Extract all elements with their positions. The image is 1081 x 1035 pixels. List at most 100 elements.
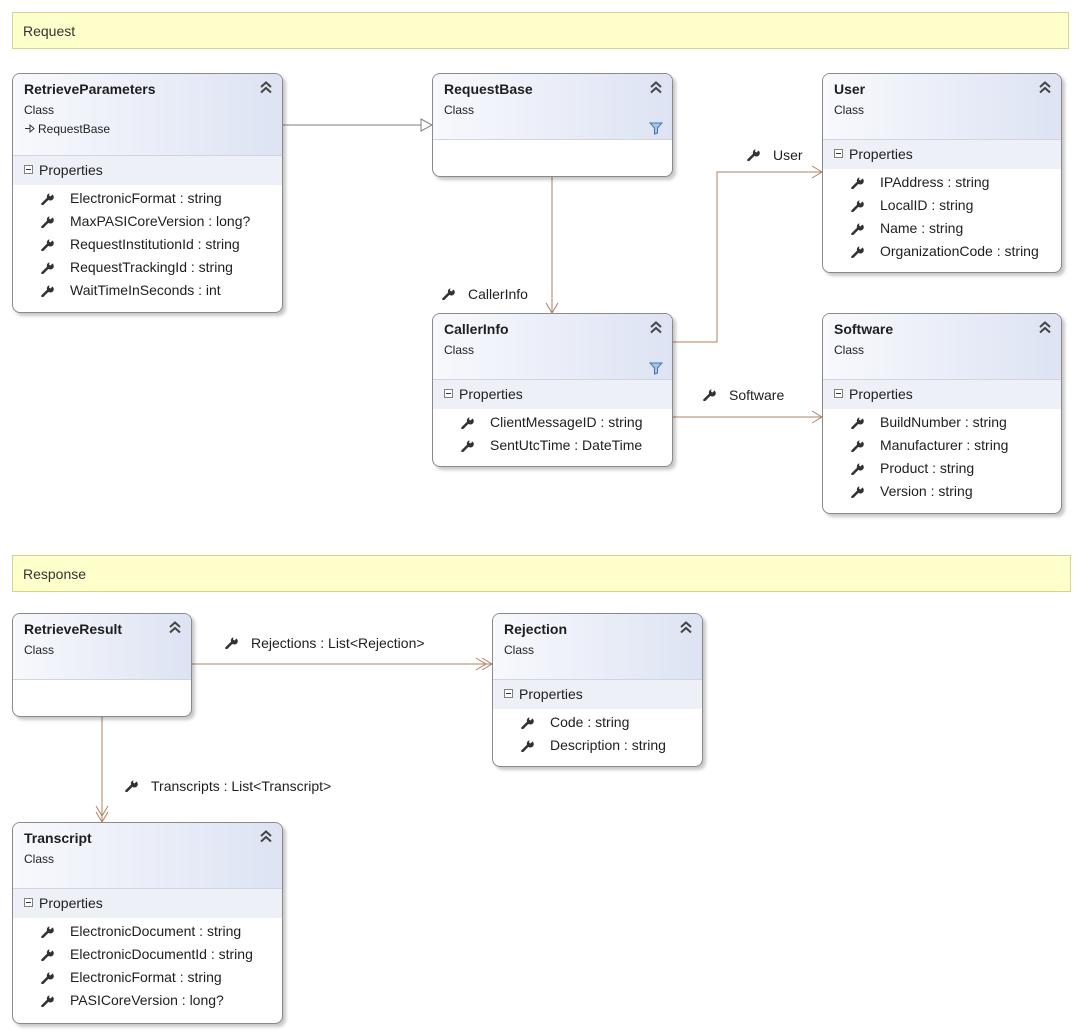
property-row[interactable]: LocalID : string bbox=[823, 194, 1061, 217]
class-name: User bbox=[834, 81, 866, 97]
class-body bbox=[433, 140, 672, 176]
double-chevron-up-icon[interactable] bbox=[168, 621, 182, 635]
wrench-icon bbox=[41, 285, 54, 297]
property-label: Description : string bbox=[550, 737, 666, 753]
member-list: BuildNumber : string Manufacturer : stri… bbox=[823, 409, 1061, 511]
property-row[interactable]: MaxPASICoreVersion : long? bbox=[13, 210, 282, 233]
class-retrieve-parameters[interactable]: RetrieveParameters Class RequestBase Pro… bbox=[12, 73, 283, 313]
minus-box-icon[interactable] bbox=[24, 165, 33, 174]
double-chevron-up-icon[interactable] bbox=[1038, 81, 1052, 95]
property-label: ElectronicDocument : string bbox=[70, 923, 242, 939]
property-row[interactable]: ElectronicDocument : string bbox=[13, 920, 282, 943]
wrench-icon bbox=[461, 417, 474, 429]
properties-compartment-header[interactable]: Properties bbox=[13, 156, 282, 185]
property-row[interactable]: Manufacturer : string bbox=[823, 434, 1061, 457]
double-chevron-up-icon[interactable] bbox=[259, 81, 273, 95]
property-row[interactable]: OrganizationCode : string bbox=[823, 240, 1061, 263]
double-chevron-up-icon[interactable] bbox=[1038, 321, 1052, 335]
property-row[interactable]: IPAddress : string bbox=[823, 171, 1061, 194]
response-group-title: Response bbox=[23, 566, 87, 582]
double-chevron-up-icon[interactable] bbox=[259, 830, 273, 844]
minus-box-icon[interactable] bbox=[504, 689, 513, 698]
properties-compartment-header[interactable]: Properties bbox=[823, 140, 1061, 169]
class-request-base[interactable]: RequestBase Class bbox=[432, 73, 673, 177]
minus-box-icon[interactable] bbox=[834, 389, 843, 398]
property-label: ElectronicFormat : string bbox=[70, 190, 222, 206]
minus-box-icon[interactable] bbox=[444, 389, 453, 398]
inheritance-connector[interactable] bbox=[283, 118, 434, 132]
double-chevron-up-icon[interactable] bbox=[649, 321, 663, 335]
wrench-icon bbox=[851, 246, 864, 258]
member-list: ClientMessageID : string SentUtcTime : D… bbox=[433, 409, 672, 465]
association-label-rejections[interactable]: Rejections : List<Rejection> bbox=[225, 634, 425, 652]
wrench-icon bbox=[442, 288, 455, 300]
property-label: RequestTrackingId : string bbox=[70, 259, 233, 275]
request-group-header[interactable]: Request bbox=[12, 12, 1069, 49]
property-row[interactable]: Name : string bbox=[823, 217, 1061, 240]
class-transcript[interactable]: Transcript Class Properties ElectronicDo… bbox=[12, 822, 283, 1024]
class-name: CallerInfo bbox=[444, 321, 509, 337]
compartment-title: Properties bbox=[39, 895, 103, 911]
class-header: Rejection Class bbox=[493, 614, 702, 680]
property-row[interactable]: ElectronicFormat : string bbox=[13, 966, 282, 989]
minus-box-icon[interactable] bbox=[24, 898, 33, 907]
properties-compartment-header[interactable]: Properties bbox=[13, 889, 282, 918]
property-row[interactable]: Description : string bbox=[493, 734, 702, 757]
property-row[interactable]: ElectronicDocumentId : string bbox=[13, 943, 282, 966]
wrench-icon bbox=[851, 486, 864, 498]
double-chevron-up-icon[interactable] bbox=[649, 81, 663, 95]
property-label: BuildNumber : string bbox=[880, 414, 1007, 430]
property-row[interactable]: BuildNumber : string bbox=[823, 411, 1061, 434]
class-kind: Class bbox=[834, 103, 865, 117]
filter-icon[interactable] bbox=[649, 362, 663, 375]
properties-compartment-header[interactable]: Properties bbox=[433, 380, 672, 409]
property-label: ClientMessageID : string bbox=[490, 414, 643, 430]
property-row[interactable]: ClientMessageID : string bbox=[433, 411, 672, 434]
property-label: MaxPASICoreVersion : long? bbox=[70, 213, 251, 229]
class-rejection[interactable]: Rejection Class Properties Code : string… bbox=[492, 613, 703, 767]
association-label-software[interactable]: Software bbox=[703, 386, 784, 404]
class-retrieve-result[interactable]: RetrieveResult Class bbox=[12, 613, 192, 717]
arrow-icon bbox=[25, 123, 35, 134]
class-name: RetrieveParameters bbox=[24, 81, 156, 97]
association-label-user[interactable]: User bbox=[747, 146, 803, 164]
wrench-icon bbox=[41, 216, 54, 228]
property-row[interactable]: WaitTimeInSeconds : int bbox=[13, 279, 282, 302]
association-name: CallerInfo bbox=[468, 286, 528, 302]
association-user-connector[interactable] bbox=[673, 165, 823, 343]
property-row[interactable]: Product : string bbox=[823, 457, 1061, 480]
association-label-transcripts[interactable]: Transcripts : List<Transcript> bbox=[125, 777, 331, 795]
wrench-icon bbox=[851, 223, 864, 235]
wrench-icon bbox=[225, 637, 238, 649]
association-transcripts-connector[interactable] bbox=[95, 717, 109, 823]
class-caller-info[interactable]: CallerInfo Class Properties ClientMessag… bbox=[432, 313, 673, 467]
double-chevron-up-icon[interactable] bbox=[679, 621, 693, 635]
association-software-connector[interactable] bbox=[673, 410, 823, 424]
property-row[interactable]: Code : string bbox=[493, 711, 702, 734]
minus-box-icon[interactable] bbox=[834, 149, 843, 158]
properties-compartment-header[interactable]: Properties bbox=[493, 680, 702, 709]
properties-compartment-header[interactable]: Properties bbox=[823, 380, 1061, 409]
property-row[interactable]: PASICoreVersion : long? bbox=[13, 989, 282, 1012]
property-row[interactable]: Version : string bbox=[823, 480, 1061, 503]
association-name: Software bbox=[729, 387, 785, 403]
wrench-icon bbox=[747, 149, 760, 161]
class-user[interactable]: User Class Properties IPAddress : string… bbox=[822, 73, 1062, 273]
association-label-callerinfo[interactable]: CallerInfo bbox=[442, 285, 528, 303]
response-group-header[interactable]: Response bbox=[12, 555, 1071, 592]
property-row[interactable]: ElectronicFormat : string bbox=[13, 187, 282, 210]
filter-icon[interactable] bbox=[649, 122, 663, 135]
property-row[interactable]: SentUtcTime : DateTime bbox=[433, 434, 672, 457]
property-row[interactable]: RequestInstitutionId : string bbox=[13, 233, 282, 256]
class-name: RetrieveResult bbox=[24, 621, 123, 637]
class-name: Rejection bbox=[504, 621, 568, 637]
wrench-icon bbox=[41, 926, 54, 938]
property-row[interactable]: RequestTrackingId : string bbox=[13, 256, 282, 279]
class-header: CallerInfo Class bbox=[433, 314, 672, 380]
association-rejections-connector[interactable] bbox=[192, 657, 493, 671]
base-class-name: RequestBase bbox=[38, 122, 111, 136]
class-software[interactable]: Software Class Properties BuildNumber : … bbox=[822, 313, 1062, 514]
association-callerinfo-connector[interactable] bbox=[545, 177, 559, 314]
class-kind: Class bbox=[444, 103, 475, 117]
property-label: PASICoreVersion : long? bbox=[70, 992, 224, 1008]
